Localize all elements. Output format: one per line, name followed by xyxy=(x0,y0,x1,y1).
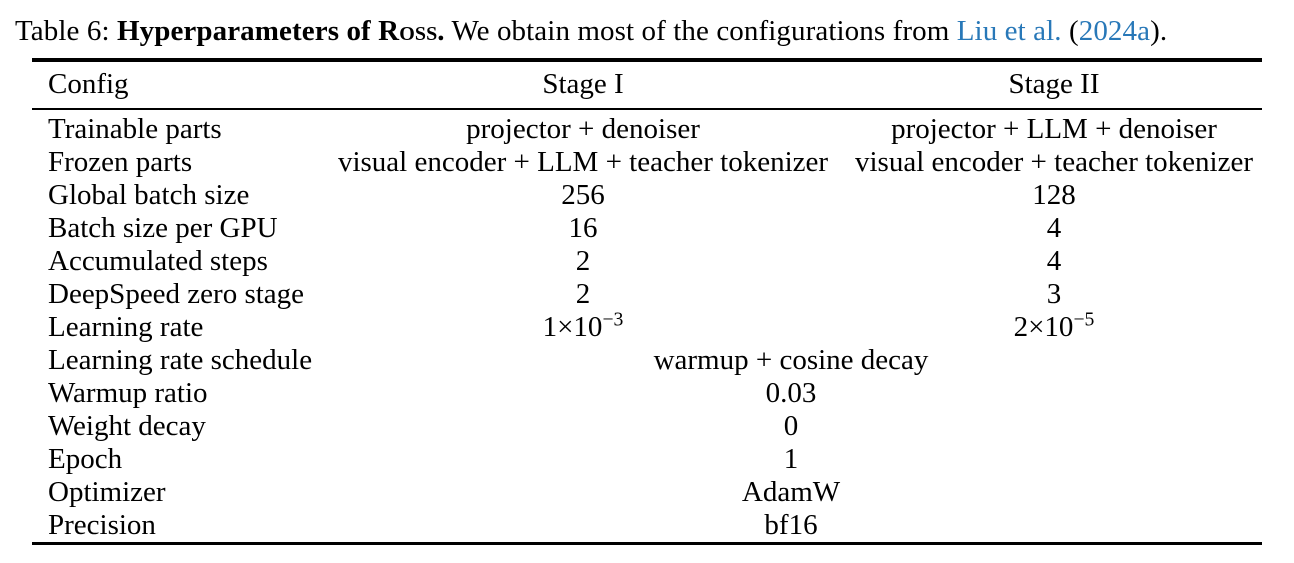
exponent: −3 xyxy=(602,308,624,331)
stage2-value-cell: 128 xyxy=(1032,179,1076,211)
spanned-value-cell: 1 xyxy=(783,443,799,475)
stage2-value-cell: projector + LLM + denoiser xyxy=(891,113,1217,145)
caption-label: Table 6: xyxy=(15,15,117,47)
stage1-value-cell: 1×10−3 xyxy=(542,308,624,343)
table-row: DeepSpeed zero stage 2 3 xyxy=(32,278,1262,311)
config-cell: Weight decay xyxy=(48,410,206,442)
caption-title-smallcaps: Ross. xyxy=(378,15,445,47)
config-cell: Precision xyxy=(48,509,156,541)
stage1-value-cell: visual encoder + LLM + teacher tokenizer xyxy=(337,146,829,178)
table-row: Batch size per GPU 16 4 xyxy=(32,212,1262,245)
table-row: Accumulated steps 2 4 xyxy=(32,245,1262,278)
config-cell: Accumulated steps xyxy=(48,245,268,277)
spanned-value-cell: 0 xyxy=(783,410,799,442)
table-row: Frozen parts visual encoder + LLM + teach… xyxy=(32,146,1262,179)
config-cell: Optimizer xyxy=(48,476,166,508)
config-cell: Learning rate xyxy=(48,311,204,343)
caption-paren-close: ). xyxy=(1150,15,1168,47)
table-row: Global batch size 256 128 xyxy=(32,179,1262,212)
table-row: Trainable parts projector + denoiser proje… xyxy=(32,109,1262,146)
hyperparameters-table: Config Stage I Stage II Trainable parts p… xyxy=(32,58,1262,545)
spanned-value-cell: bf16 xyxy=(764,509,818,541)
stage2-value-cell: visual encoder + teacher tokenizer xyxy=(855,146,1253,178)
stage2-value-cell: 2×10−5 xyxy=(1013,308,1095,343)
config-cell: Learning rate schedule xyxy=(48,344,313,376)
caption-paren-open: ( xyxy=(1061,15,1079,47)
header-stage1: Stage I xyxy=(320,60,846,110)
caption-title: Hyperparameters of Ross. xyxy=(117,15,445,47)
stage1-value-cell: 16 xyxy=(568,212,598,244)
table-row: Epoch 1 xyxy=(32,443,1262,476)
table-row: Optimizer AdamW xyxy=(32,476,1262,509)
exponent: −5 xyxy=(1073,308,1095,331)
spanned-value-cell: warmup + cosine decay xyxy=(653,344,929,376)
table-row: Warmup ratio 0.03 xyxy=(32,377,1262,410)
config-cell: Trainable parts xyxy=(48,113,222,145)
table-body: Trainable parts projector + denoiser proje… xyxy=(32,109,1262,544)
citation-link-year[interactable]: 2024a xyxy=(1078,15,1151,47)
config-cell: Warmup ratio xyxy=(48,377,208,409)
config-cell: Global batch size xyxy=(48,179,250,211)
stage1-value-cell: 256 xyxy=(561,179,605,211)
config-cell: Epoch xyxy=(48,443,123,475)
config-cell: DeepSpeed zero stage xyxy=(48,278,305,310)
stage2-value-cell: 4 xyxy=(1046,212,1062,244)
table-row: Learning rate 1×10−3 2×10−5 xyxy=(32,308,1262,344)
stage2-value-cell: 3 xyxy=(1046,278,1062,310)
header-stage2: Stage II xyxy=(846,60,1262,110)
header-config: Config xyxy=(32,60,320,110)
stage1-value-cell: 2 xyxy=(575,278,591,310)
stage2-value-cell: 4 xyxy=(1046,245,1062,277)
config-cell: Batch size per GPU xyxy=(48,212,278,244)
spanned-value-cell: 0.03 xyxy=(765,377,817,409)
citation-link-author[interactable]: Liu et al. xyxy=(956,15,1062,47)
config-cell: Frozen parts xyxy=(48,146,193,178)
table-row: Precision bf16 xyxy=(32,509,1262,544)
header-row: Config Stage I Stage II xyxy=(32,60,1262,110)
table-row: Learning rate schedule warmup + cosine de… xyxy=(32,344,1262,377)
caption-body: We obtain most of the configurations fro… xyxy=(444,15,957,47)
stage1-value-cell: projector + denoiser xyxy=(466,113,700,145)
table-caption: Table 6: Hyperparameters of Ross. We obt… xyxy=(15,12,1167,50)
stage1-value-cell: 2 xyxy=(575,245,591,277)
caption-title-text: Hyperparameters of xyxy=(116,15,379,47)
table-row: Weight decay 0 xyxy=(32,410,1262,443)
spanned-value-cell: AdamW xyxy=(741,476,841,508)
